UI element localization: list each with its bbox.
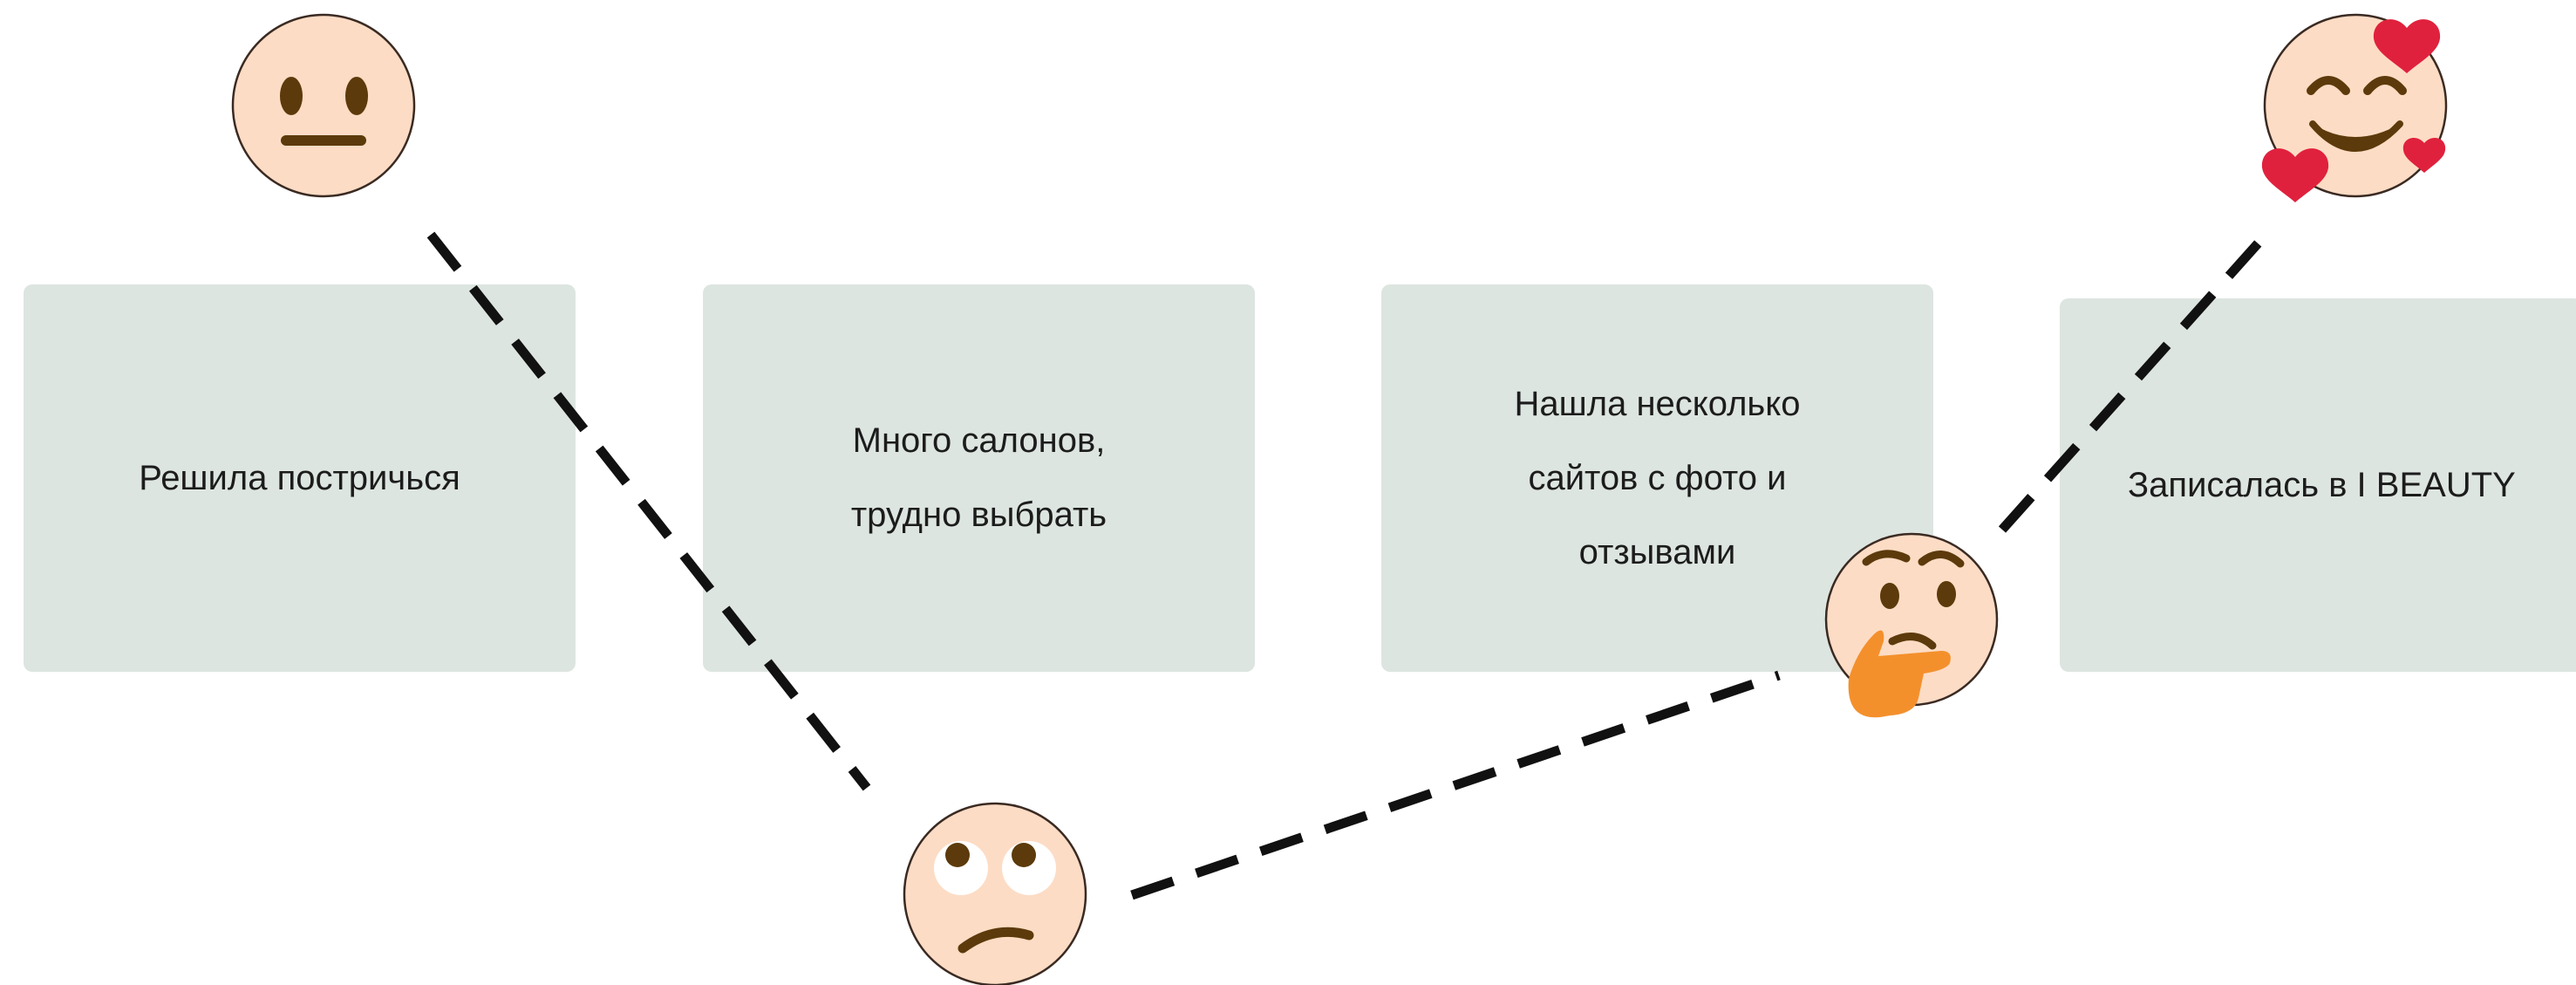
- path-segment-down: [426, 231, 871, 791]
- journey-step-label: Нашла несколько сайтов с фото и отзывами: [1514, 384, 1801, 571]
- eye-roll-face-icon: [903, 802, 1087, 985]
- heart-icon: [2261, 148, 2329, 202]
- neutral-face-icon: [231, 13, 416, 198]
- emotion-path: [426, 229, 2272, 900]
- journey-step-label: Решила постричься: [139, 458, 460, 497]
- journey-step-card: Записалась в I BEAUTY: [2060, 298, 2576, 672]
- journey-step-label: Много салонов, трудно выбрать: [850, 421, 1107, 534]
- path-segment-rise: [1998, 229, 2272, 533]
- heart-icon: [2402, 138, 2446, 173]
- journey-step-card: Решила постричься: [24, 284, 576, 672]
- smiling-face-with-hearts-icon: [2261, 13, 2448, 202]
- journey-step-card: Много салонов, трудно выбрать: [703, 284, 1255, 672]
- path-segment-up: [1130, 670, 1781, 900]
- journey-step-label: Записалась в I BEAUTY: [2128, 465, 2516, 504]
- thinking-face-icon: [1824, 532, 1999, 718]
- heart-icon: [2373, 19, 2441, 73]
